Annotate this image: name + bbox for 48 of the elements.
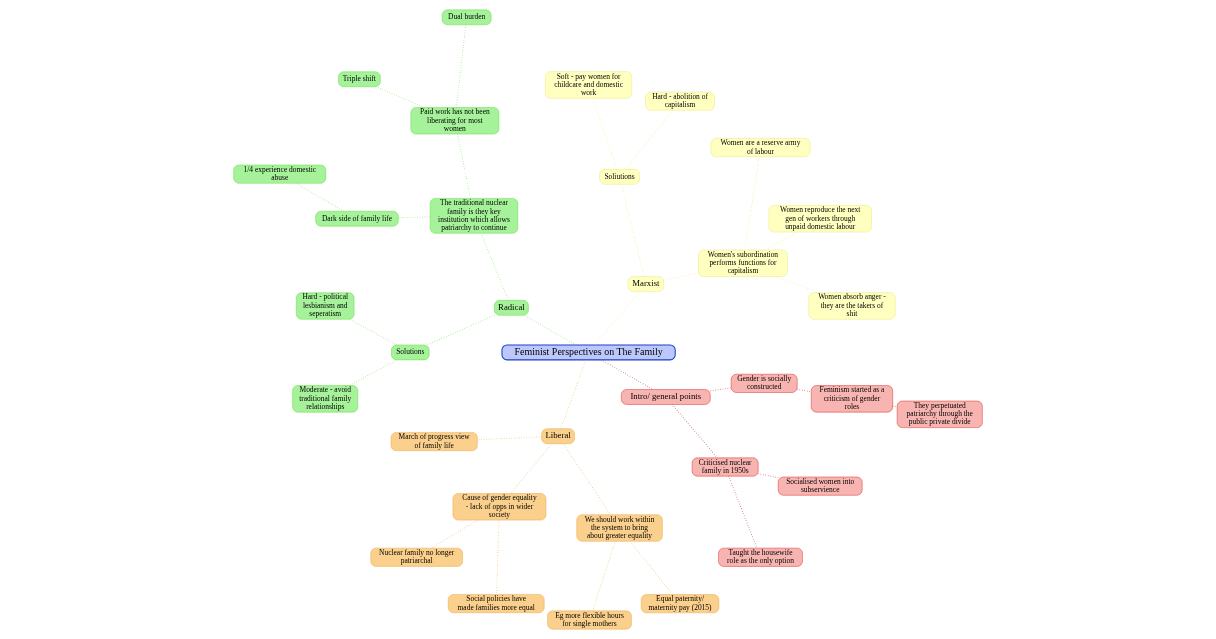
node-box: Feminism started as a criticism of gender roles bbox=[811, 385, 893, 413]
node-box: We should work within the system to bring about greater equality bbox=[576, 514, 663, 542]
node-box: Intro/ general points bbox=[621, 389, 711, 405]
node-box: Dual burden bbox=[441, 9, 492, 26]
node-box: Triple shift bbox=[338, 71, 381, 87]
connector bbox=[671, 403, 718, 459]
connector bbox=[629, 540, 674, 596]
connector bbox=[560, 359, 587, 430]
node-box: Social policies have made families more equal bbox=[447, 594, 545, 613]
node-box: Liberal bbox=[541, 428, 575, 444]
node-box: Hard - political lesbianism and seperatism bbox=[296, 292, 355, 320]
node-box: Women absorb anger - they are the takers of shit bbox=[808, 292, 896, 320]
node-box: Nuclear family no longer patriarchal bbox=[370, 547, 463, 567]
node-box: Socialised women into subservience bbox=[778, 476, 863, 496]
node-box: Dark side of family life bbox=[315, 210, 399, 227]
node-box: Hard - abolition of capitalism bbox=[645, 91, 715, 111]
node-box: Paid work has not been liberating for most women bbox=[410, 107, 500, 135]
node-box: Radical bbox=[494, 300, 529, 316]
connector bbox=[625, 109, 674, 170]
connector bbox=[295, 182, 345, 212]
node-box: Taught the housewife role as the only option bbox=[718, 547, 803, 567]
node-box: 1/4 experience domestic abuse bbox=[233, 164, 327, 184]
node-box: March of progress view of family life bbox=[390, 432, 478, 451]
connector bbox=[592, 540, 616, 612]
connector bbox=[426, 314, 495, 346]
node-box: Soliutions bbox=[599, 169, 640, 185]
connector bbox=[510, 443, 553, 494]
node-box: Gender is socially constructed bbox=[730, 374, 798, 393]
node-box: Solutions bbox=[391, 344, 430, 361]
node-box: The traditional nuclear family is they key institution which allows patriarchy to continue bbox=[429, 198, 519, 234]
node-box: Moderate - avoid traditional family relationships bbox=[292, 385, 359, 413]
connector bbox=[376, 86, 425, 108]
node-box: They perpetuated patriarchy through the public private divide bbox=[896, 400, 983, 428]
node-box: Eg more flexible hours for single mothers bbox=[547, 610, 632, 630]
node-box: Equal paternity/ maternity pay (2015) bbox=[640, 594, 720, 614]
connector bbox=[776, 276, 819, 294]
node-box: Feminist Perspectives on The Family bbox=[501, 344, 676, 361]
node-box: Cause of gender equality - lack of opps in wider society bbox=[452, 493, 547, 521]
connector bbox=[397, 216, 431, 219]
node-box: Women reproduce the next gen of workers through unpaid domestic labour bbox=[768, 205, 872, 233]
node-box: Women's subordination performs functions for capitalism bbox=[698, 249, 788, 277]
connector bbox=[496, 519, 500, 595]
node-box: Criticised nuclear family in 1950s bbox=[691, 457, 759, 477]
node-box: Women are a reserve army of labour bbox=[710, 138, 811, 157]
node-box: Soft - pay women for childcare and domestic work bbox=[545, 71, 633, 99]
connector bbox=[594, 291, 641, 346]
connector bbox=[562, 443, 612, 516]
node-box: Marxist bbox=[627, 276, 664, 292]
